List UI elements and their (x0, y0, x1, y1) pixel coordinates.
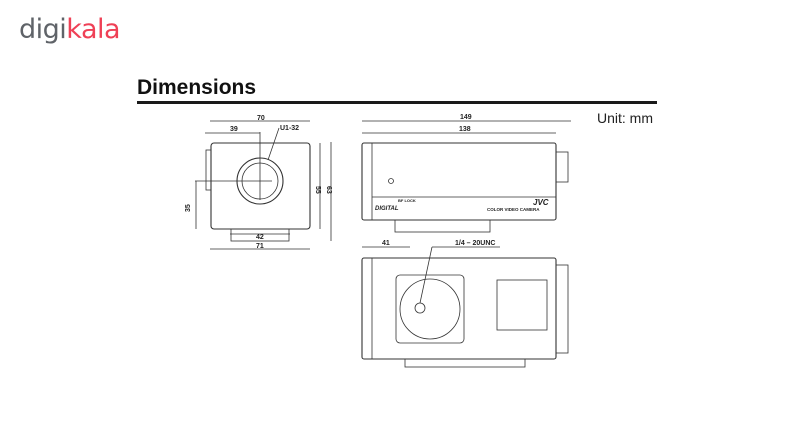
unit-label: Unit: mm (597, 110, 653, 126)
side-view: 149 138 BF LOCK DIGITAL JVC COLOR VIDEO … (361, 114, 571, 233)
dim-39: 39 (230, 126, 238, 133)
digikala-logo[interactable]: digikala (19, 14, 121, 45)
dim-70: 70 (257, 115, 265, 122)
mount-label: U1-32 (280, 125, 299, 132)
front-view: 70 39 U1-32 42 71 55 63 35 (185, 115, 332, 250)
page-title: Dimensions (137, 76, 257, 99)
dim-71: 71 (256, 243, 264, 250)
dim-35: 35 (185, 204, 192, 212)
dim-149: 149 (460, 114, 472, 121)
bf-lock-label: BF LOCK (398, 198, 416, 203)
jvc-logo: JVC (533, 198, 549, 207)
digital-label: DIGITAL (375, 206, 399, 212)
divider (137, 101, 657, 104)
dim-138: 138 (459, 126, 471, 133)
bottom-view: 41 1/4 – 20UNC (361, 240, 569, 368)
thread-label: 1/4 – 20UNC (455, 240, 495, 247)
dim-42: 42 (256, 234, 264, 241)
dim-41: 41 (382, 240, 390, 247)
camera-label: COLOR VIDEO CAMERA (487, 207, 540, 212)
dim-55: 55 (314, 186, 321, 194)
dim-63: 63 (325, 186, 332, 194)
